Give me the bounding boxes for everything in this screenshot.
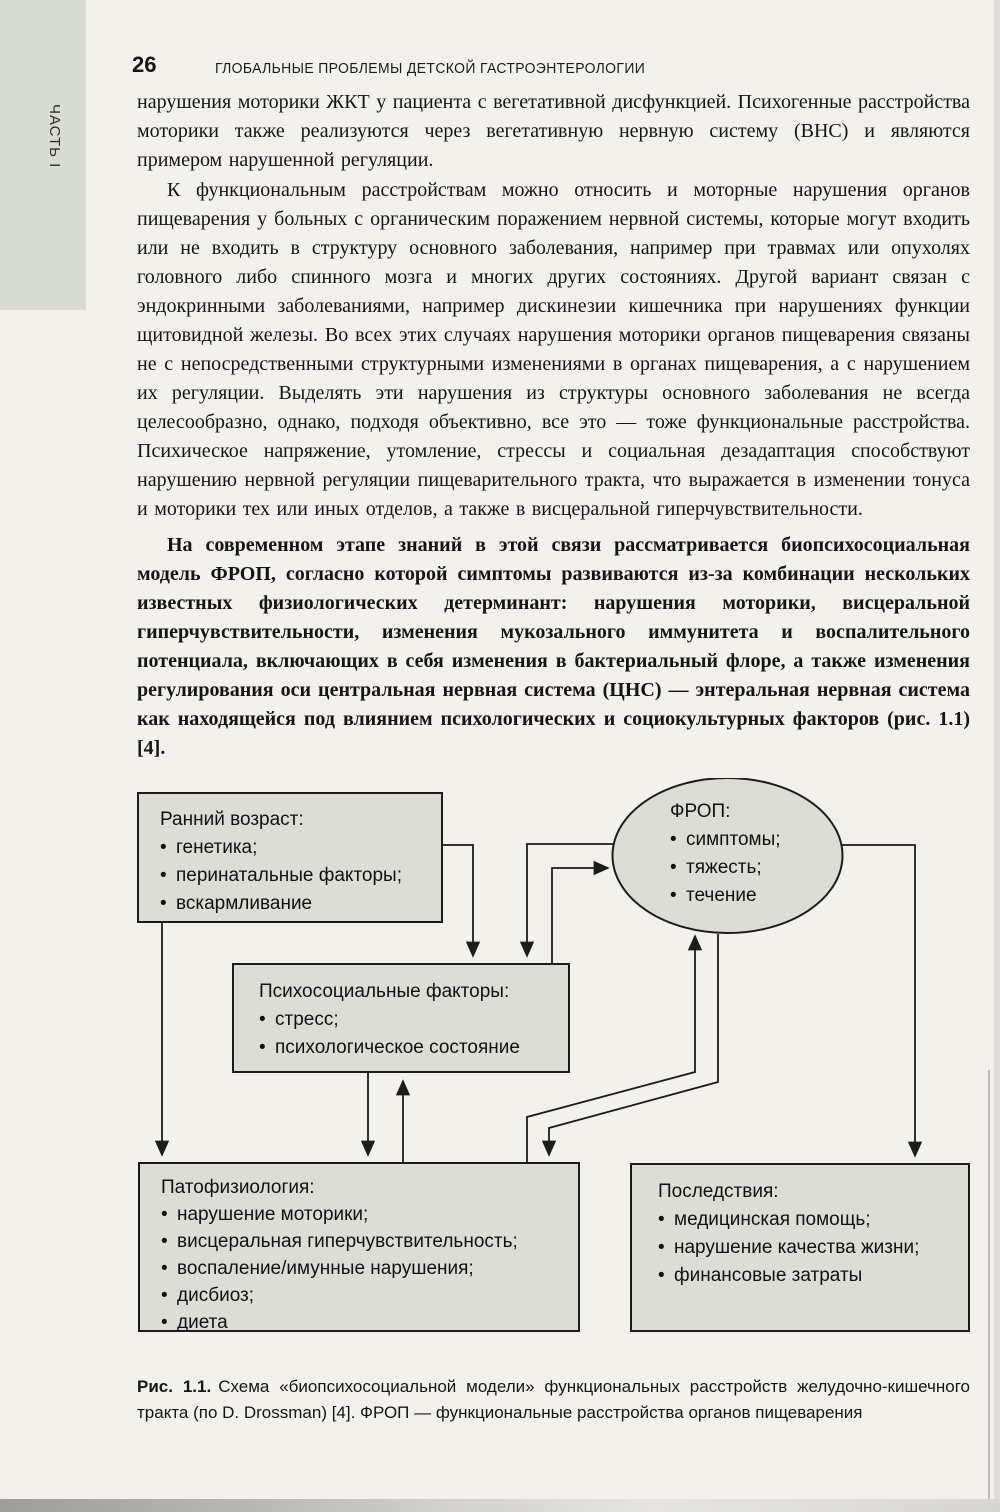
list-item: • нарушение качества жизни; bbox=[658, 1234, 958, 1262]
figure-1-1-diagram: Ранний возраст: • генетика; • перинатальны… bbox=[137, 778, 972, 1334]
list-item: • воспаление/имунные нарушения; bbox=[161, 1255, 568, 1282]
list-item-label: перинатальные факторы; bbox=[176, 865, 402, 886]
figure-caption: Рис. 1.1.Схема «биопсихосоциальной модел… bbox=[137, 1374, 970, 1426]
figure-caption-text: Схема «биопсихосоциальной модели» функци… bbox=[137, 1377, 971, 1422]
diagram-box-psychosocial: Психосоциальные факторы: • стресс; • психо… bbox=[232, 963, 570, 1073]
bullet-icon: • bbox=[160, 893, 167, 914]
paragraph-2: К функциональным расстройствам можно отн… bbox=[137, 179, 970, 520]
list-item: • нарушение моторики; bbox=[161, 1201, 568, 1228]
bullet-icon: • bbox=[161, 1258, 168, 1279]
arrow-frop-to-psychosocial bbox=[519, 843, 613, 958]
diagram-ellipse-frop: ФРОП: • симптомы; • тяжесть; • течение bbox=[670, 798, 840, 910]
paragraph-3: На современном этапе знаний в этой связи… bbox=[137, 534, 970, 759]
arrow-frop-to-pathophysiology bbox=[541, 934, 719, 1157]
bullet-icon: • bbox=[259, 1009, 266, 1030]
page-number: 26 bbox=[132, 52, 157, 77]
list-item-label: медицинская помощь; bbox=[674, 1209, 871, 1230]
bullet-icon: • bbox=[161, 1204, 168, 1225]
arrow-frop-to-consequences bbox=[841, 844, 923, 1158]
bullet-icon: • bbox=[161, 1231, 168, 1252]
running-title: ГЛОБАЛЬНЫЕ ПРОБЛЕМЫ ДЕТСКОЙ ГАСТРОЭНТЕРО… bbox=[215, 60, 646, 77]
scan-edge-strip bbox=[994, 0, 1000, 1512]
list-item-label: вскармливание bbox=[176, 893, 313, 914]
box-title: Последствия: bbox=[658, 1181, 779, 1202]
list-item: • висцеральная гиперчувствительность; bbox=[161, 1228, 568, 1255]
list-item: • симптомы; bbox=[670, 826, 840, 854]
list-item-label: стресс; bbox=[275, 1009, 339, 1030]
bullet-icon: • bbox=[670, 885, 677, 906]
bullet-icon: • bbox=[658, 1237, 665, 1258]
list-item: • медицинская помощь; bbox=[658, 1206, 958, 1234]
scan-edge-line bbox=[988, 1070, 990, 1512]
part-tab-band bbox=[0, 0, 86, 310]
diagram-box-consequences: Последствия: • медицинская помощь; • наруш… bbox=[630, 1163, 970, 1332]
list-item-label: тяжесть; bbox=[686, 857, 762, 878]
diagram-box-early-age: Ранний возраст: • генетика; • перинатальны… bbox=[137, 792, 443, 923]
bullet-icon: • bbox=[658, 1209, 665, 1230]
list-item: • генетика; bbox=[160, 834, 431, 862]
list-item: • тяжесть; bbox=[670, 854, 840, 882]
list-item-label: течение bbox=[686, 885, 757, 906]
list-item: • диета bbox=[161, 1309, 568, 1336]
scan-bottom-shadow bbox=[0, 1499, 1000, 1512]
diagram-box-pathophysiology: Патофизиология: • нарушение моторики; • ви… bbox=[138, 1162, 580, 1333]
list-item-label: воспаление/имунные нарушения; bbox=[177, 1258, 474, 1279]
list-item-label: финансовые затраты bbox=[674, 1265, 863, 1286]
list-item-label: нарушение моторики; bbox=[177, 1204, 369, 1225]
list-item: • течение bbox=[670, 882, 840, 910]
list-item: • вскармливание bbox=[160, 890, 431, 918]
box-title: Ранний возраст: bbox=[160, 809, 304, 830]
figure-caption-label: Рис. 1.1. bbox=[137, 1377, 212, 1396]
arrow-pathophysiology-to-frop bbox=[526, 934, 703, 1162]
list-item-label: висцеральная гиперчувствительность; bbox=[177, 1231, 518, 1252]
list-item-label: дисбиоз; bbox=[177, 1285, 255, 1306]
list-item-label: психологическое состояние bbox=[275, 1037, 520, 1058]
list-item-label: симптомы; bbox=[686, 829, 781, 850]
diagram-arrows-layer bbox=[154, 778, 923, 1162]
list-item: • дисбиоз; bbox=[161, 1282, 568, 1309]
list-item-label: нарушение качества жизни; bbox=[674, 1237, 920, 1258]
list-item: • финансовые затраты bbox=[658, 1262, 958, 1290]
list-item: • перинатальные факторы; bbox=[160, 862, 431, 890]
bullet-icon: • bbox=[670, 829, 677, 850]
bullet-icon: • bbox=[259, 1037, 266, 1058]
bullet-icon: • bbox=[160, 837, 167, 858]
paragraph-1: нарушения моторики ЖКТ у пациента с веге… bbox=[137, 91, 970, 171]
bullet-icon: • bbox=[160, 865, 167, 886]
arrow-psychosocial-to-frop bbox=[551, 860, 610, 963]
bullet-icon: • bbox=[670, 857, 677, 878]
bullet-icon: • bbox=[658, 1265, 665, 1286]
bullet-icon: • bbox=[161, 1285, 168, 1306]
frop-ellipse-shape bbox=[611, 778, 844, 934]
list-item-label: генетика; bbox=[176, 837, 258, 858]
part-label: ЧАСТЬ I bbox=[46, 104, 63, 169]
box-title: Психосоциальные факторы: bbox=[259, 981, 510, 1002]
list-item: • психологическое состояние bbox=[259, 1034, 558, 1062]
box-title: ФРОП: bbox=[670, 801, 731, 822]
list-item: • стресс; bbox=[259, 1006, 558, 1034]
box-title: Патофизиология: bbox=[161, 1177, 315, 1198]
bullet-icon: • bbox=[161, 1312, 168, 1333]
arrow-earlyage-to-psychosocial bbox=[443, 844, 481, 958]
list-item-label: диета bbox=[177, 1312, 228, 1333]
